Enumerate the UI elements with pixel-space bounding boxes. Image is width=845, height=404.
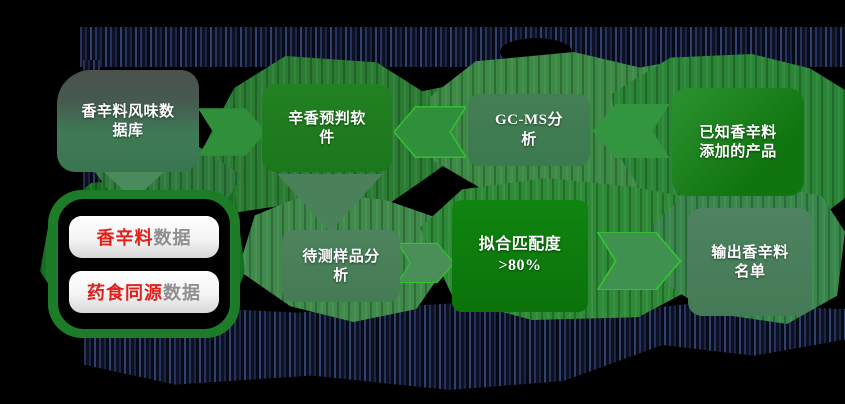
arrow-sample-analysis-to-match-degree	[398, 240, 454, 286]
arrow-prediction-software-to-sample-analysis	[274, 174, 386, 232]
node-label-line: >80%	[498, 257, 542, 274]
data-sources-inner: 香辛料 数据 药食同源 数据	[58, 199, 230, 329]
spice-data-button-highlight: 香辛料	[96, 227, 154, 248]
arrow-match-degree-to-output-list	[588, 232, 690, 290]
arrow-flavor-database-to-prediction-software	[198, 106, 266, 158]
node-label-line: 析	[521, 131, 537, 148]
node-label-line: 已知香辛料	[699, 123, 777, 141]
node-label-line: 待测样品分	[302, 247, 380, 265]
medicine-food-data-button-rest: 数据	[163, 282, 201, 303]
node-sample-analysis: 待测样品分 析	[282, 230, 400, 302]
right-arrow-icon	[596, 232, 682, 290]
node-label-line: 输出香辛料	[711, 243, 789, 261]
spice-data-button[interactable]: 香辛料 数据	[69, 215, 219, 258]
node-known-products: 已知香辛料 添加的产品	[672, 88, 804, 196]
node-match-degree: 拟合匹配度 >80%	[452, 200, 588, 312]
medicine-food-data-button[interactable]: 药食同源 数据	[69, 270, 219, 313]
node-gcms-analysis: GC-MS分 析	[468, 94, 590, 166]
node-output-list: 输出香辛料 名单	[688, 208, 812, 316]
spice-data-button-rest: 数据	[153, 227, 192, 248]
node-label-line: 拟合匹配度	[478, 236, 562, 254]
node-flavor-database: 香辛料风味数 据库	[57, 70, 199, 172]
node-prediction-software: 辛香预判软 件	[262, 84, 392, 172]
left-arrow-icon	[592, 104, 670, 158]
left-arrow-icon	[394, 106, 466, 158]
node-label-line: 件	[319, 129, 335, 146]
down-arrow-icon	[277, 174, 383, 232]
right-arrow-icon	[198, 108, 266, 156]
right-arrow-icon	[398, 242, 454, 284]
data-sources-container: 香辛料 数据 药食同源 数据	[48, 190, 240, 338]
medicine-food-data-button-highlight: 药食同源	[87, 282, 163, 303]
arrow-known-products-to-gcms-analysis	[592, 104, 670, 158]
node-label-line: 辛香预判软	[288, 109, 366, 127]
node-label-line: 香辛料风味数	[81, 102, 175, 120]
node-label-line: GC-MS分	[495, 111, 563, 128]
node-label-line: 名单	[734, 263, 766, 280]
node-label-line: 析	[333, 267, 349, 284]
arrow-gcms-analysis-to-prediction-software	[394, 106, 466, 158]
node-label-line: 添加的产品	[699, 143, 777, 160]
node-label-line: 据库	[112, 122, 144, 139]
